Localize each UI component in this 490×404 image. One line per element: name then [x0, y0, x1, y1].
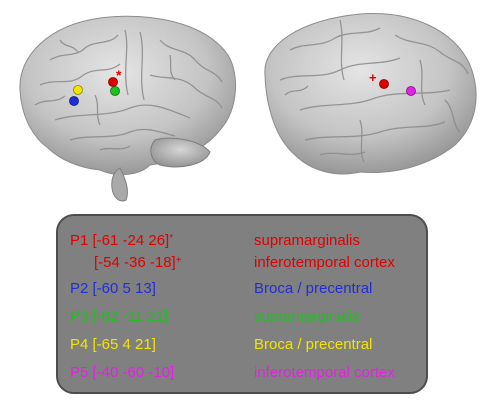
left-hemisphere-brain: * — [19, 15, 237, 202]
legend-row-p3: P3 [-62 -11 21] supramarginalis — [58, 306, 426, 328]
p4-coord-label: P4 [-65 4 21] — [70, 336, 156, 353]
p5-region-label: inferotemporal cortex — [254, 364, 395, 381]
p2-coord-label: P2 [-60 5 13] — [70, 280, 156, 297]
left-asterisk-mark: * — [116, 67, 122, 83]
legend-row-p5: P5 [-40 -60 -10] inferotemporal cortex — [58, 362, 426, 384]
legend-row-p4: P4 [-65 4 21] Broca / precentral — [58, 334, 426, 356]
p4-region-label: Broca / precentral — [254, 336, 373, 353]
p1-coord-label: P1 [-61 -24 26]* — [70, 232, 174, 249]
p5-coord-label: P5 [-40 -60 -10] — [70, 364, 175, 381]
legend-row-p2: P2 [-60 5 13] Broca / precentral — [58, 278, 426, 300]
right-hemisphere-brain: + — [264, 12, 477, 175]
p4-marker — [73, 85, 83, 95]
brain-renderings: * + — [19, 12, 477, 202]
p1-marker-right — [379, 79, 389, 89]
p1b-coord-label: [-54 -36 -18]+ — [94, 254, 182, 271]
p3-region-label: supramarginalis — [254, 308, 360, 325]
legend-row-p1: P1 [-61 -24 26]* supramarginalis — [58, 230, 426, 252]
p1-marker-left — [108, 77, 118, 87]
p2-region-label: Broca / precentral — [254, 280, 373, 297]
legend-box: P1 [-61 -24 26]* supramarginalis [-54 -3… — [56, 214, 428, 394]
p3-coord-label: P3 [-62 -11 21] — [70, 308, 169, 325]
p2-marker — [69, 96, 79, 106]
p3-marker — [110, 86, 120, 96]
p1b-region-label: inferotemporal cortex — [254, 254, 395, 271]
legend-row-p1b: [-54 -36 -18]+ inferotemporal cortex — [58, 252, 426, 274]
p1-region-label: supramarginalis — [254, 232, 360, 249]
p5-marker — [406, 86, 416, 96]
right-plus-mark: + — [369, 70, 377, 85]
